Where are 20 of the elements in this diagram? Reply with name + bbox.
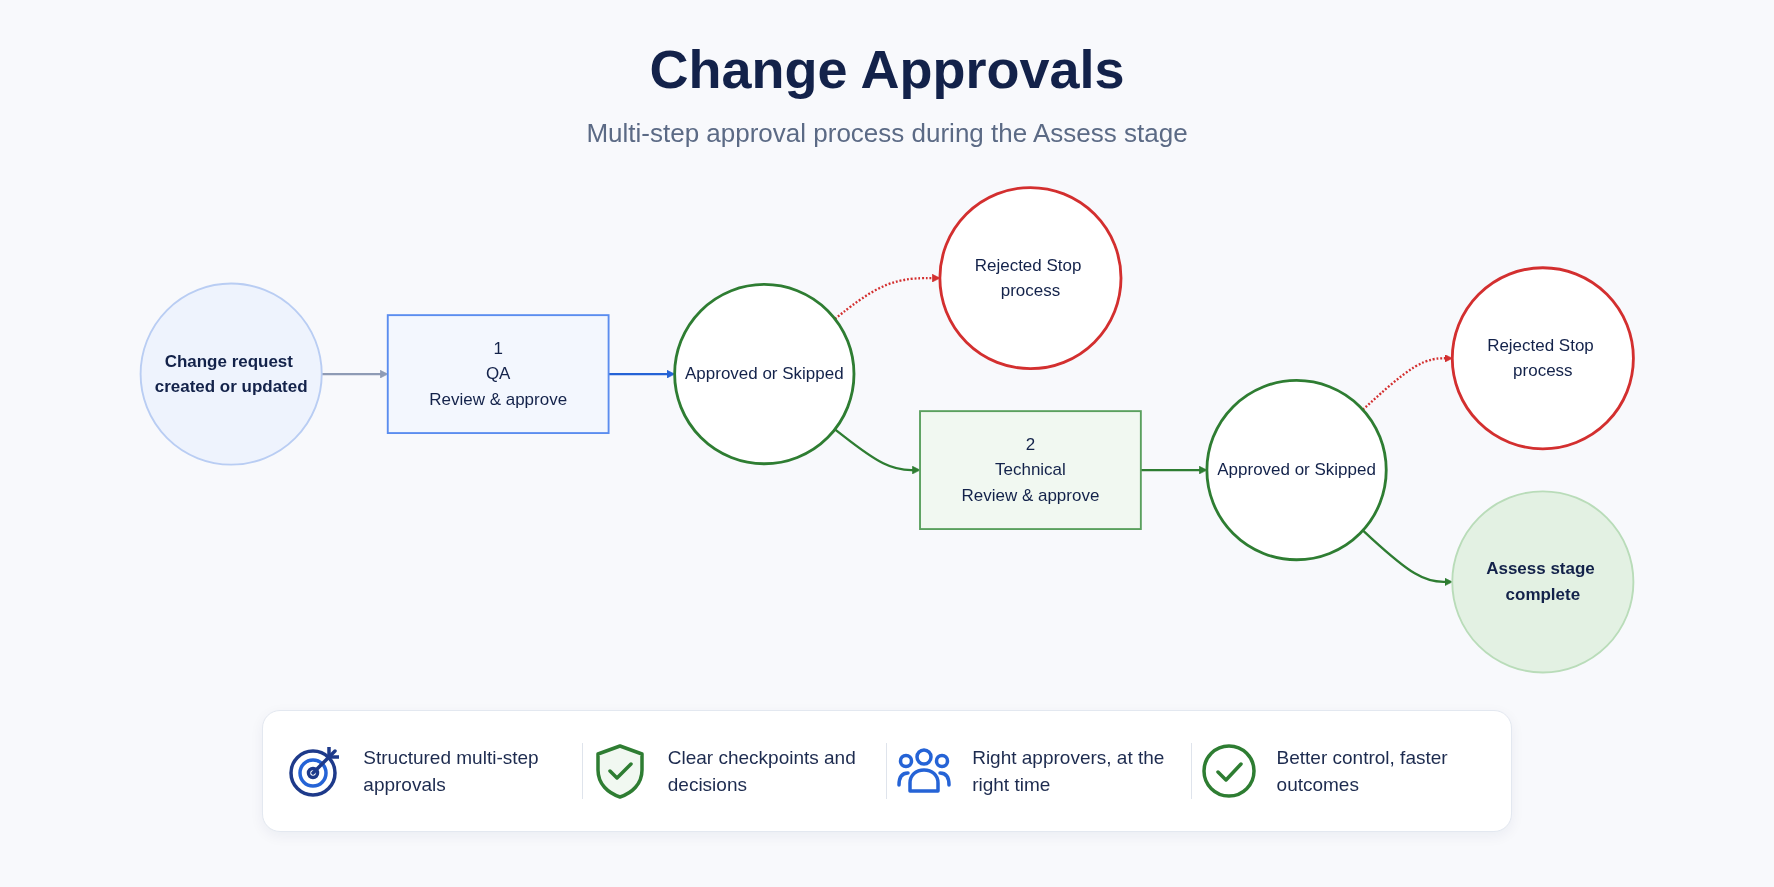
node-circle: Rejected Stop process [1450,266,1635,451]
subtitle: Multi-step approval process during the Assess stage [586,118,1188,149]
feature-text: Structured multi-step approvals [363,746,540,797]
feature-text: Right approvers, at the right time [972,746,1166,797]
arrow [834,273,941,320]
feature-text: Clear checkpoints and decisions [667,746,857,797]
node-box: 2 Technical Review & approve [919,410,1142,530]
arrow [608,369,675,379]
arrow [1140,465,1208,475]
arrow [834,428,921,475]
node-circle: Approved or Skipped [1205,379,1388,562]
feature-text: Better control, faster outcomes [1276,746,1449,797]
title: Change Approvals [649,38,1125,100]
node-circle: Change request created or updated [139,282,323,466]
node-box: 1 QA Review & approve [386,314,610,434]
arrow [1362,354,1453,411]
node-circle: Assess stage complete [1451,490,1635,674]
node-circle: Approved or Skipped [673,283,856,466]
node-circle: Rejected Stop process [938,186,1123,371]
arrow [1362,529,1453,587]
